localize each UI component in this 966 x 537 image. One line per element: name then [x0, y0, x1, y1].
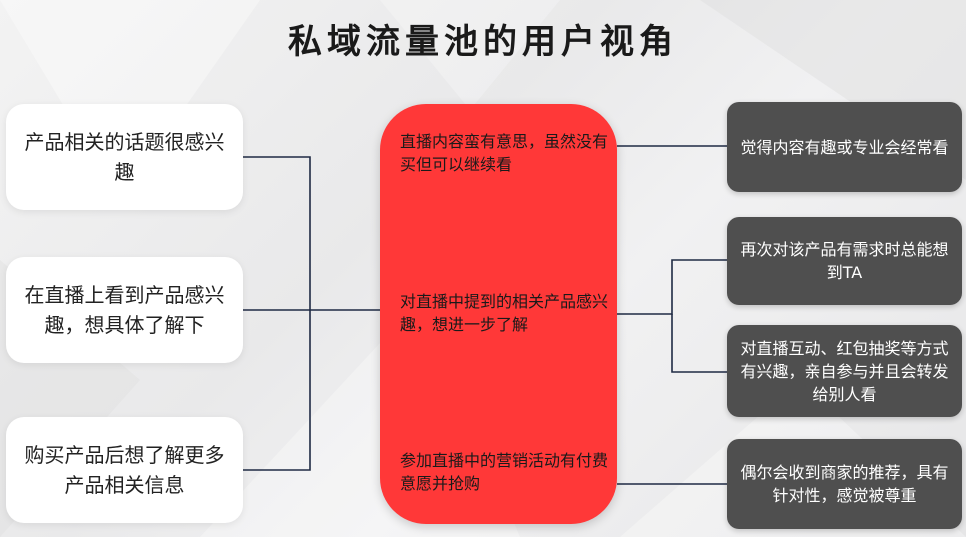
right-item-1: 觉得内容有趣或专业会经常看 — [727, 102, 962, 192]
center-item-1: 直播内容蛮有意思，虽然没有买但可以继续看 — [400, 132, 609, 174]
left-item-1: 产品相关的话题很感兴趣 — [6, 104, 243, 210]
left-item-2-text: 在直播上看到产品感兴趣，想具体了解下 — [24, 283, 225, 337]
center-block: 直播内容蛮有意思，虽然没有买但可以继续看 对直播中提到的相关产品感兴趣，想进一步… — [380, 104, 617, 524]
center-item-2: 对直播中提到的相关产品感兴趣，想进一步了解 — [400, 292, 609, 334]
right-item-2: 再次对该产品有需求时总能想到TA — [727, 217, 962, 305]
right-item-3: 对直播互动、红包抽奖等方式有兴趣，亲自参与并且会转发给别人看 — [727, 325, 962, 417]
page-title: 私域流量池的用户视角 — [288, 22, 678, 62]
left-item-3: 购买产品后想了解更多产品相关信息 — [6, 417, 243, 523]
connector-left-3 — [243, 310, 311, 471]
center-item-3: 参加直播中的营销活动有付费意愿并抢购 — [400, 451, 609, 493]
right-item-2-text: 再次对该产品有需求时总能想到TA — [740, 240, 949, 282]
connector-right-2-3 — [617, 259, 727, 315]
left-item-2: 在直播上看到产品感兴趣，想具体了解下 — [6, 257, 243, 363]
left-item-3-text: 购买产品后想了解更多产品相关信息 — [24, 443, 225, 497]
right-item-3-text: 对直播互动、红包抽奖等方式有兴趣，亲自参与并且会转发给别人看 — [740, 338, 949, 404]
right-item-1-text: 觉得内容有趣或专业会经常看 — [740, 137, 949, 157]
left-item-1-text: 产品相关的话题很感兴趣 — [24, 130, 225, 184]
connector-left-1 — [243, 156, 380, 311]
right-item-4: 偶尔会收到商家的推荐，具有针对性，感觉被尊重 — [727, 439, 962, 529]
right-item-4-text: 偶尔会收到商家的推荐，具有针对性，感觉被尊重 — [740, 463, 949, 505]
connector-right-3 — [671, 314, 727, 373]
